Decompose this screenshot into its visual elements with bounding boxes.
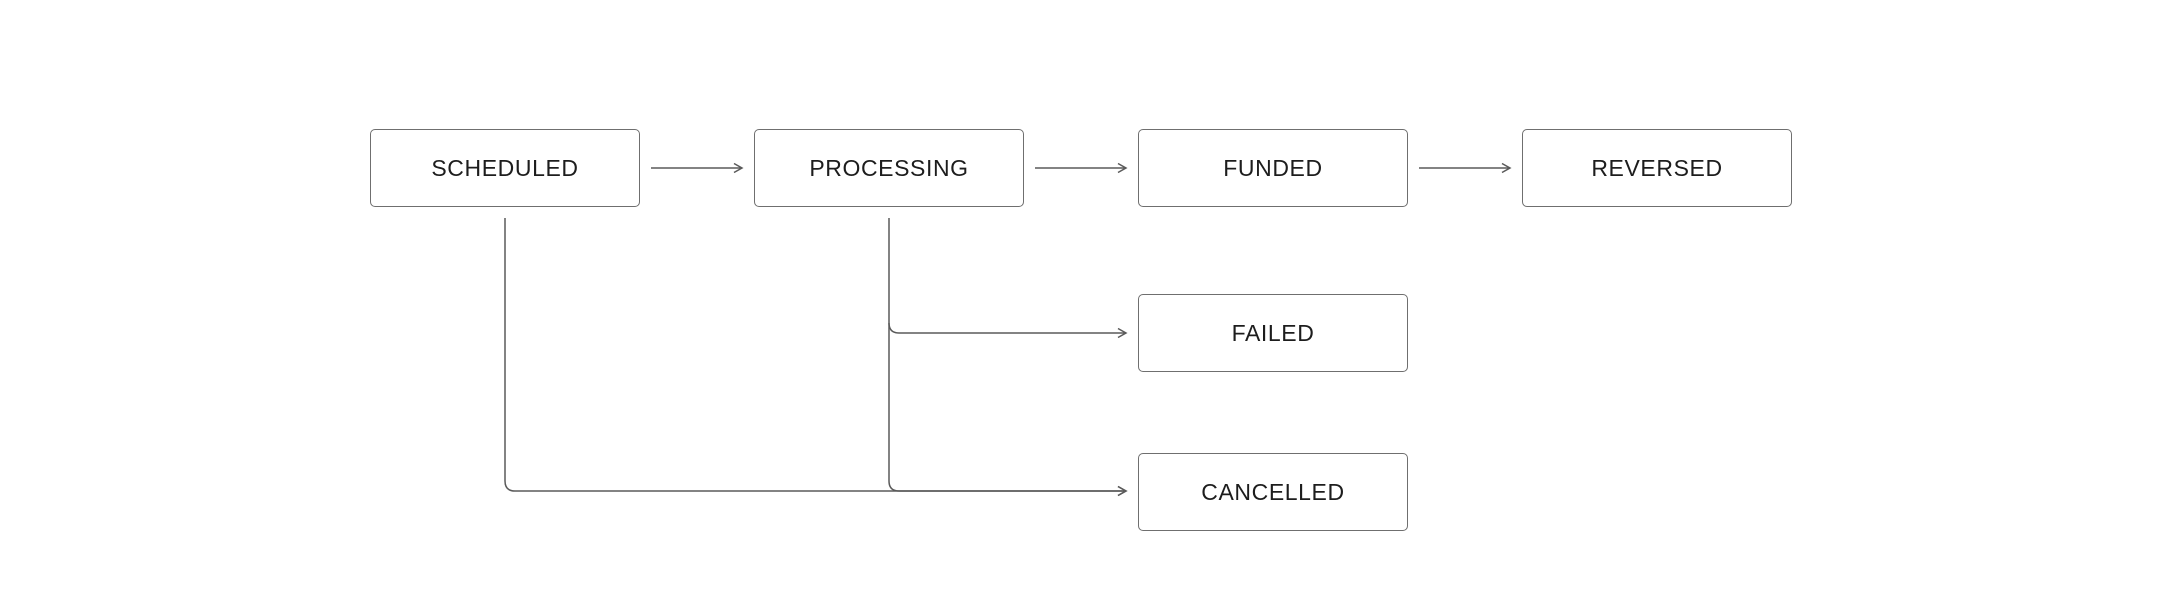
state-funded-label: FUNDED <box>1223 154 1323 181</box>
arrow-processing-to-cancelled <box>888 323 1128 497</box>
state-processing-label: PROCESSING <box>809 154 969 181</box>
state-failed: FAILED <box>1138 294 1408 372</box>
state-reversed: REVERSED <box>1522 129 1792 207</box>
state-scheduled: SCHEDULED <box>370 129 640 207</box>
state-failed-label: FAILED <box>1231 319 1315 346</box>
arrow-scheduled-to-cancelled <box>504 218 1128 497</box>
state-reversed-label: REVERSED <box>1591 154 1723 181</box>
state-funded: FUNDED <box>1138 129 1408 207</box>
arrow-processing-to-failed <box>888 218 1128 339</box>
state-cancelled: CANCELLED <box>1138 453 1408 531</box>
state-processing: PROCESSING <box>754 129 1024 207</box>
state-scheduled-label: SCHEDULED <box>431 154 579 181</box>
state-cancelled-label: CANCELLED <box>1201 478 1345 505</box>
